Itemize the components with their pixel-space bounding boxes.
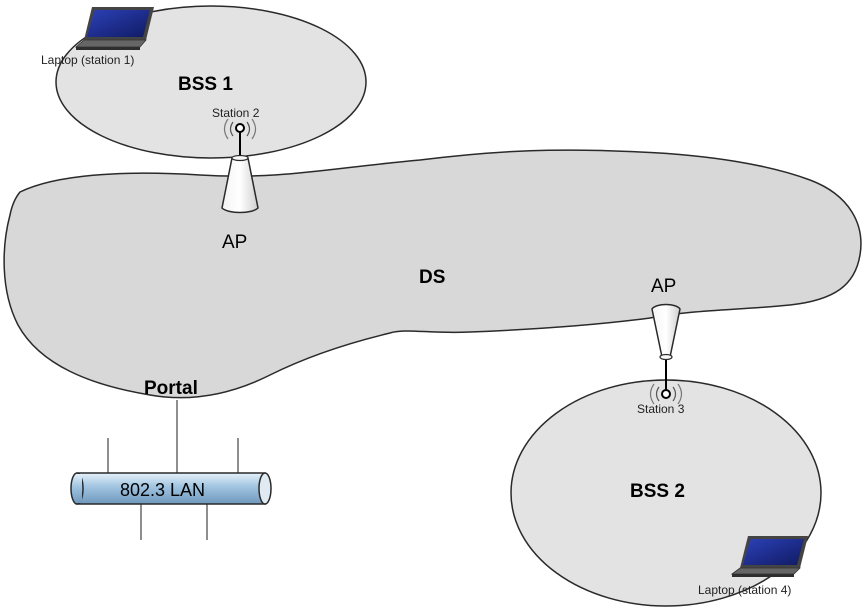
ap-right-label: AP — [651, 276, 676, 297]
station3-label: Station 3 — [637, 402, 685, 416]
lan-drop-lines — [107, 438, 239, 540]
ap-left-label: AP — [222, 232, 247, 253]
access-point-icon — [651, 303, 681, 390]
lan-cylinder — [70, 472, 272, 505]
antenna-icon — [649, 383, 683, 405]
access-point-icon — [221, 154, 259, 214]
portal-label: Portal — [144, 378, 198, 399]
lan-label: 802.3 LAN — [120, 480, 205, 500]
station2-label: Station 2 — [212, 106, 260, 120]
laptop-icon — [74, 7, 154, 50]
bss2-label: BSS 2 — [630, 481, 685, 502]
ds-label: DS — [419, 267, 445, 288]
antenna-icon — [223, 118, 257, 158]
laptop-icon — [730, 536, 808, 577]
laptop-station4-label: Laptop (station 4) — [698, 583, 791, 597]
laptop-station1-label: Laptop (station 1) — [41, 53, 134, 67]
ds-region — [3, 149, 862, 399]
bss1-label: BSS 1 — [178, 74, 233, 95]
